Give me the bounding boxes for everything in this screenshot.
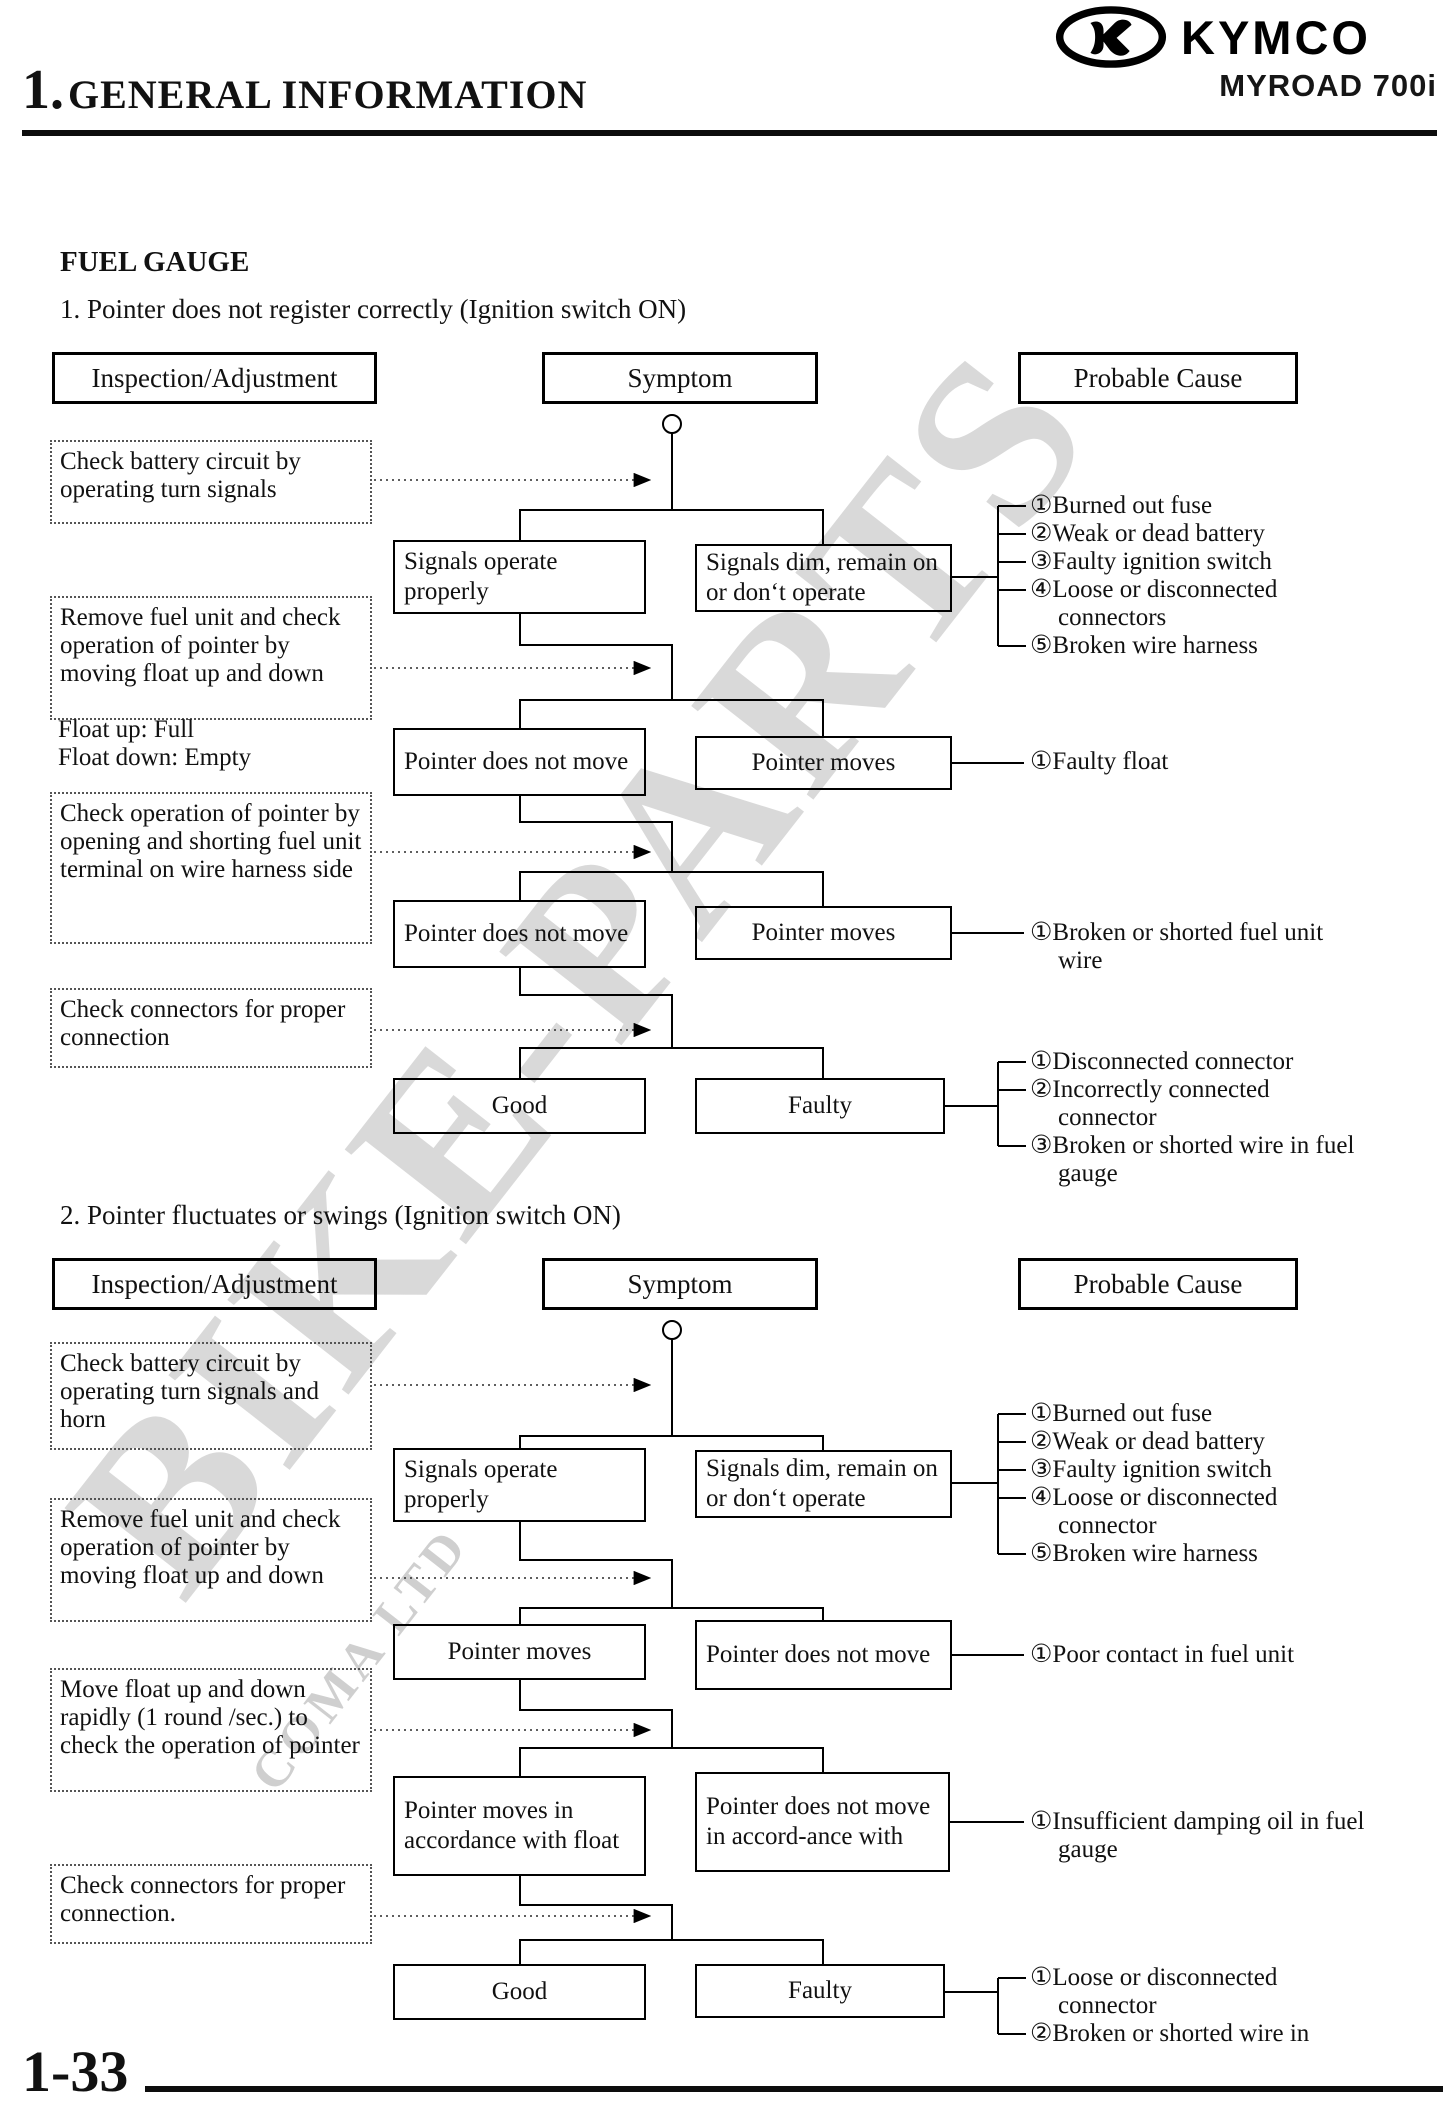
header-rule bbox=[22, 130, 1437, 136]
flow1-inspection-box: Check connectors for proper connection bbox=[50, 988, 372, 1068]
float-note-line: Float down: Empty bbox=[58, 744, 252, 771]
cause-item: ②Weak or dead battery bbox=[1030, 1428, 1265, 1455]
cause-item: ②Incorrectly connected connector bbox=[1030, 1076, 1270, 1131]
cause-item: ③Faulty ignition switch bbox=[1030, 548, 1272, 575]
cause-item: ②Weak or dead battery bbox=[1030, 520, 1265, 547]
cause-item: ①Insufficient damping oil in fuel gauge bbox=[1030, 1808, 1365, 1863]
flow1-result-good-box: Good bbox=[393, 1078, 646, 1134]
flow2-result-faulty-box: Faulty bbox=[695, 1964, 945, 2018]
flow1-header-cause: Probable Cause bbox=[1018, 352, 1298, 404]
section-heading: FUEL GAUGE bbox=[60, 246, 250, 278]
model-name: MYROAD 700i bbox=[1219, 68, 1437, 103]
brand-name: KYMCO bbox=[1181, 10, 1371, 64]
flow2-symptom-box: Pointer moves bbox=[393, 1624, 646, 1680]
flow2-cause-group: ①Loose or disconnected connector ②Broken… bbox=[1030, 1964, 1375, 2048]
page-title-text: GENERAL INFORMATION bbox=[68, 72, 588, 117]
flow2-symptom-box: Signals operate properly bbox=[393, 1448, 646, 1522]
flow2-cause-group: ①Insufficient damping oil in fuel gauge bbox=[1030, 1808, 1375, 1864]
flow1-cause-group: ①Faulty float bbox=[1030, 748, 1430, 776]
cause-item: ①Faulty float bbox=[1030, 748, 1169, 775]
cause-item: ①Disconnected connector bbox=[1030, 1048, 1294, 1075]
flow2-header-cause: Probable Cause bbox=[1018, 1258, 1298, 1310]
flow1-start-node bbox=[662, 414, 682, 434]
page-number: 1-33 bbox=[22, 2039, 129, 2104]
cause-item: ①Burned out fuse bbox=[1030, 1400, 1213, 1427]
flow1-header-symptom: Symptom bbox=[542, 352, 818, 404]
flow2-symptom-box: Signals dim, remain on or don‘t operate bbox=[695, 1450, 952, 1518]
flow1-symptom-box: Pointer moves bbox=[695, 736, 952, 790]
kymco-logo-icon bbox=[1055, 6, 1167, 68]
flow1-cause-group: ①Disconnected connector ②Incorrectly con… bbox=[1030, 1048, 1360, 1188]
cause-item: ④Loose or disconnected connector bbox=[1030, 1484, 1278, 1539]
footer-rule bbox=[145, 2086, 1443, 2092]
flow1-result-faulty-box: Faulty bbox=[695, 1078, 945, 1134]
flow2-symptom-box: Pointer moves in accordance with float bbox=[393, 1776, 646, 1876]
flow1-title: 1. Pointer does not register correctly (… bbox=[60, 294, 687, 324]
float-note-line: Float up: Full bbox=[58, 716, 195, 743]
cause-item: ④Loose or disconnected connectors bbox=[1030, 576, 1278, 631]
cause-item: ③Faulty ignition switch bbox=[1030, 1456, 1272, 1483]
cause-item: ②Broken or shorted wire in bbox=[1030, 2020, 1310, 2047]
flow2-inspection-box: Check connectors for proper connection. bbox=[50, 1864, 372, 1944]
cause-item: ⑤Broken wire harness bbox=[1030, 1540, 1258, 1567]
flow2-title: 2. Pointer fluctuates or swings (Ignitio… bbox=[60, 1200, 621, 1230]
cause-item: ⑤Broken wire harness bbox=[1030, 632, 1258, 659]
flow2-symptom-box: Pointer does not move in accord-ance wit… bbox=[695, 1772, 950, 1872]
flow2-cause-group: ①Poor contact in fuel unit bbox=[1030, 1641, 1440, 1669]
flow1-inspection-box: Check operation of pointer by opening an… bbox=[50, 792, 372, 944]
page-title-number: 1. bbox=[22, 59, 64, 121]
flow2-header-inspection: Inspection/Adjustment bbox=[52, 1258, 377, 1310]
flow2-header-symptom: Symptom bbox=[542, 1258, 818, 1310]
cause-item: ①Broken or shorted fuel unit wire bbox=[1030, 919, 1324, 974]
flow2-start-node bbox=[662, 1320, 682, 1340]
page-title: 1. GENERAL INFORMATION bbox=[22, 58, 587, 122]
flow2-inspection-box: Check battery circuit by operating turn … bbox=[50, 1342, 372, 1450]
flow1-symptom-box: Pointer does not move bbox=[393, 900, 646, 968]
flow2-inspection-box: Move float up and down rapidly (1 round … bbox=[50, 1668, 372, 1792]
flow1-symptom-box: Signals operate properly bbox=[393, 540, 646, 614]
flow1-symptom-box: Pointer moves bbox=[695, 906, 952, 960]
cause-item: ③Broken or shorted wire in fuel gauge bbox=[1030, 1132, 1355, 1187]
flow1-cause-group: ①Broken or shorted fuel unit wire bbox=[1030, 919, 1370, 975]
flow2-cause-group: ①Burned out fuse ②Weak or dead battery ③… bbox=[1030, 1400, 1365, 1568]
float-note: Float up: Full Float down: Empty bbox=[58, 716, 251, 772]
cause-item: ①Loose or disconnected connector bbox=[1030, 1964, 1278, 2019]
flow2-inspection-box: Remove fuel unit and check operation of … bbox=[50, 1498, 372, 1622]
flow1-cause-group: ①Burned out fuse ②Weak or dead battery ③… bbox=[1030, 492, 1365, 660]
cause-item: ①Poor contact in fuel unit bbox=[1030, 1641, 1295, 1668]
cause-item: ①Burned out fuse bbox=[1030, 492, 1213, 519]
brand-logo: KYMCO bbox=[1055, 6, 1371, 68]
flow1-symptom-box: Signals dim, remain on or don‘t operate bbox=[695, 544, 952, 612]
flow1-symptom-box: Pointer does not move bbox=[393, 728, 646, 796]
flow1-inspection-box: Check battery circuit by operating turn … bbox=[50, 440, 372, 524]
flow1-inspection-box: Remove fuel unit and check operation of … bbox=[50, 596, 372, 720]
flow2-result-good-box: Good bbox=[393, 1964, 646, 2020]
flow2-symptom-box: Pointer does not move bbox=[695, 1620, 952, 1690]
flow1-header-inspection: Inspection/Adjustment bbox=[52, 352, 377, 404]
